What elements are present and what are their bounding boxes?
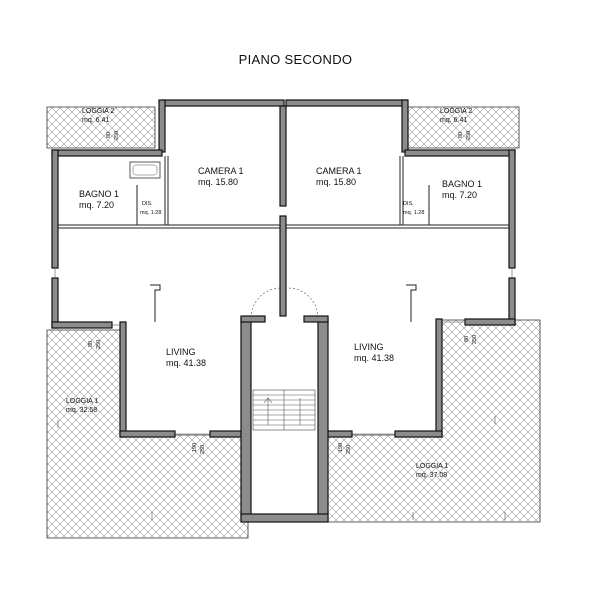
bagno-right-name: BAGNO 1	[442, 179, 482, 189]
dis-left-area: mq. 1.28	[140, 210, 161, 216]
stairs	[252, 389, 316, 431]
dim-living-right-v2: 250	[472, 335, 478, 344]
loggia2-left-name: LOGGIA 2	[82, 108, 114, 115]
dim-loggia2-right-v1: 80	[458, 132, 464, 138]
dim-south-right-b: 250	[346, 445, 352, 454]
loggia1-right-area-text: mq. 37.08	[416, 472, 447, 479]
opening-dimensions: 80 250 80 250 80 250 80 250 190 250 190 …	[88, 131, 478, 454]
loggia2-left-area-text: mq. 6.41	[82, 117, 109, 124]
living-right-name: LIVING	[354, 342, 384, 352]
dis-left-name: DIS.	[142, 201, 153, 207]
living-left-name: LIVING	[166, 347, 196, 357]
camera-right-name: CAMERA 1	[316, 166, 362, 176]
room-labels: LOGGIA 2 mq. 6.41 LOGGIA 2 mq. 6.41 CAME…	[66, 108, 482, 479]
living-left-area: mq. 41.38	[166, 358, 206, 368]
loggia2-right-name: LOGGIA 2	[440, 108, 472, 115]
dis-right-name: DIS.	[403, 201, 414, 207]
loggia-areas	[46, 106, 541, 539]
loggia1-right-name: LOGGIA 1	[416, 463, 448, 470]
bagno-left-name: BAGNO 1	[79, 189, 119, 199]
camera-right-area: mq. 15.80	[316, 177, 356, 187]
posts	[57, 416, 506, 520]
camera-left-area: mq. 15.80	[198, 177, 238, 187]
loggia2-left-area	[46, 106, 156, 149]
partitions	[54, 156, 513, 435]
dim-living-left-v2: 250	[96, 340, 102, 349]
camera-left-name: CAMERA 1	[198, 166, 244, 176]
walls	[51, 99, 516, 523]
plan-title: PIANO SECONDO	[238, 52, 353, 67]
dim-loggia2-left-v1: 80	[106, 132, 112, 138]
bagno-left-area: mq. 7.20	[79, 200, 114, 210]
bagno-right-area: mq. 7.20	[442, 190, 477, 200]
loggia1-left-area-text: mq. 32.58	[66, 407, 97, 414]
dim-living-left-v1: 80	[88, 341, 94, 347]
dim-south-left-a: 190	[192, 443, 198, 452]
loggia1-left-name: LOGGIA 1	[66, 398, 98, 405]
dim-living-right-v1: 80	[464, 336, 470, 342]
living-right-area: mq. 41.38	[354, 353, 394, 363]
loggia2-right-area-text: mq. 6.41	[440, 117, 467, 124]
dim-south-right-a: 190	[338, 443, 344, 452]
dim-loggia2-left-v2: 250	[114, 131, 120, 140]
dis-right-area: mq. 1.28	[403, 210, 424, 216]
dim-south-left-b: 250	[200, 445, 206, 454]
dim-loggia2-right-v2: 250	[466, 131, 472, 140]
